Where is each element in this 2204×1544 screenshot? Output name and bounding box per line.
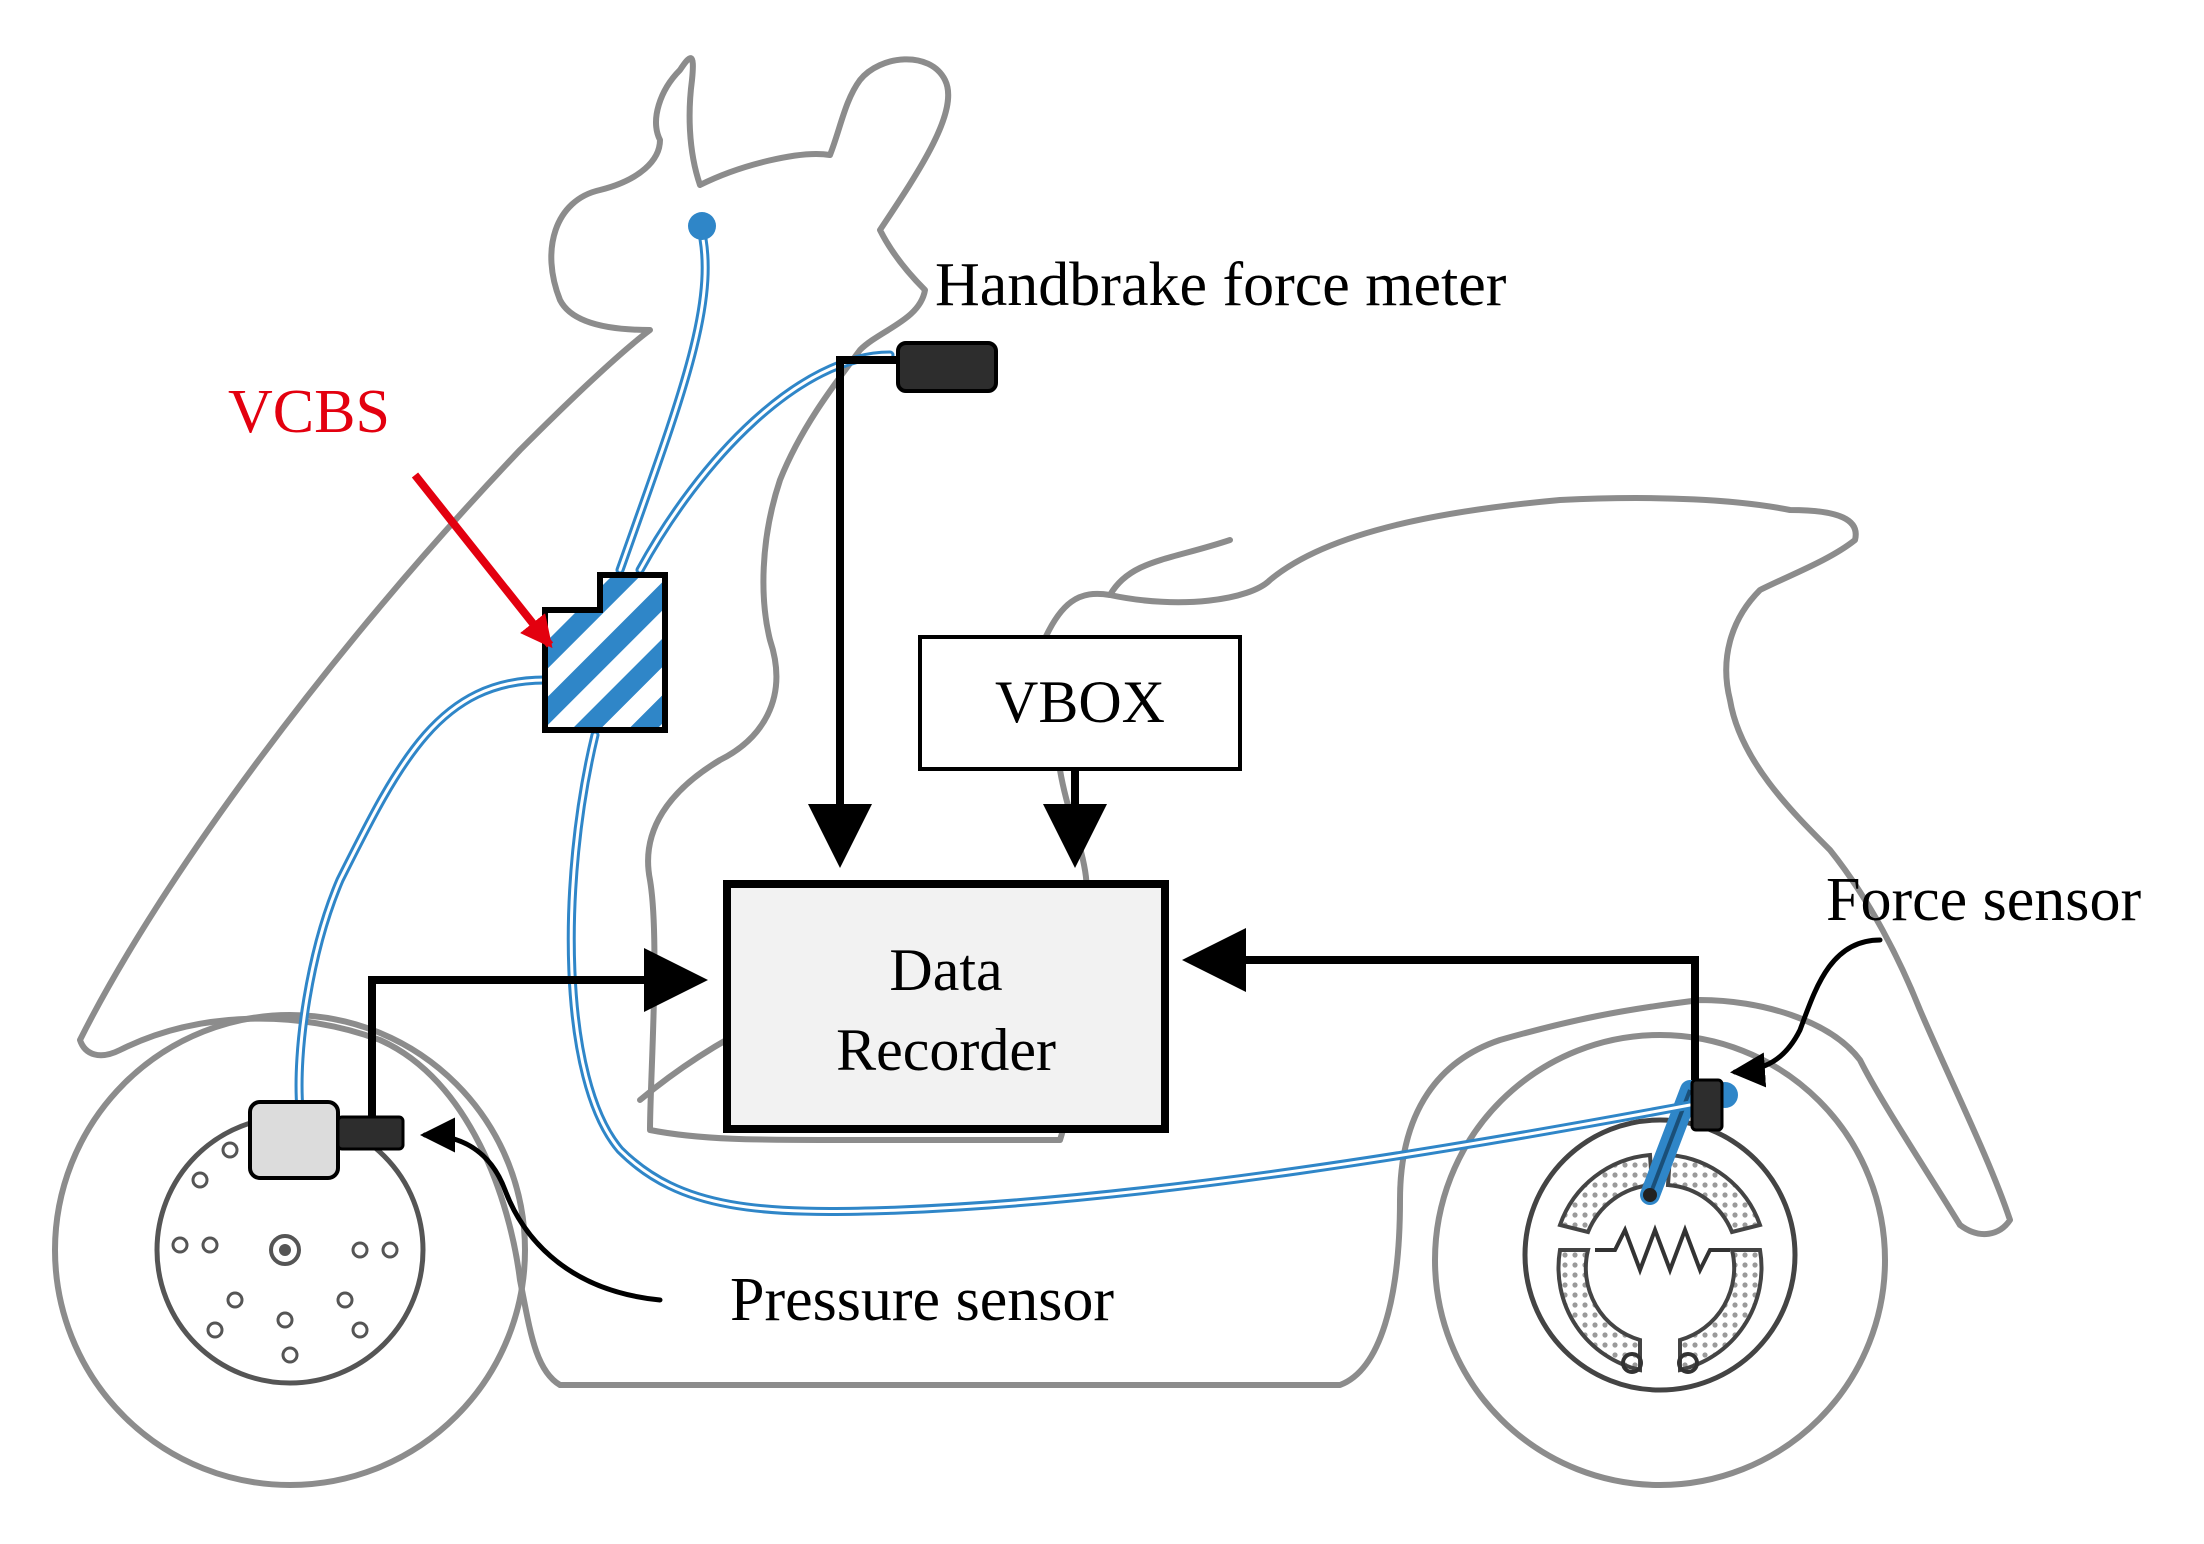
data-recorder-rect <box>723 880 1169 1133</box>
brake-spring <box>1595 1224 1730 1276</box>
vbox-rect <box>918 635 1242 771</box>
sensors <box>248 341 1724 1180</box>
front-wheel <box>52 1012 528 1488</box>
vcbs-label: VCBS <box>228 378 390 446</box>
force-sensor-device <box>1690 1078 1724 1132</box>
data-recorder-box: Data Recorder <box>723 880 1169 1133</box>
brake-shoe-right <box>1665 1152 1763 1235</box>
force-sensor-label: Force sensor <box>1826 866 2141 934</box>
brake-shoe-left <box>1557 1152 1655 1235</box>
front-caliper <box>248 1100 340 1180</box>
disc-hub <box>269 1234 301 1266</box>
rear-wheel <box>1432 1032 1888 1488</box>
brake-shoe-lower-right <box>1678 1248 1764 1373</box>
vcbs-pointer-arrow <box>411 472 554 649</box>
pressure-sensor-device <box>336 1115 405 1151</box>
front-tire <box>52 1012 528 1488</box>
hose-left-lever-to-vcbs <box>615 220 710 575</box>
wire-force-to-recorder <box>1182 928 1699 1080</box>
signal-wires <box>368 356 1699 1117</box>
shoe-pivot-right <box>1677 1352 1699 1374</box>
vcbs-block <box>542 572 668 733</box>
brake-arm-pivot <box>1643 1188 1657 1202</box>
left-lever-pivot <box>688 212 716 240</box>
handbrake-force-meter-device <box>896 341 998 393</box>
disc-hub-center <box>279 1244 291 1256</box>
force-sensor-pointer-arrow <box>1730 937 1883 1088</box>
data-recorder-label-line1: Data <box>889 937 1002 1003</box>
wire-pressure-to-recorder <box>368 948 708 1117</box>
pressure-sensor-label: Pressure sensor <box>730 1266 1114 1334</box>
vcbs-unit <box>542 572 668 733</box>
vbox-label: VBOX <box>995 669 1165 735</box>
wire-handbrake-to-recorder <box>808 356 898 868</box>
shoe-pivot-left <box>1621 1352 1643 1374</box>
hose-vcbs-to-front-caliper <box>294 675 550 1115</box>
vbox-box: VBOX <box>918 635 1242 771</box>
data-recorder-label-line2: Recorder <box>836 1017 1056 1083</box>
scooter-seat-outline <box>1107 537 1233 598</box>
pressure-sensor-pointer-arrow <box>420 1117 663 1303</box>
handbrake-force-meter-label: Handbrake force meter <box>935 251 1507 319</box>
rear-tire <box>1432 1032 1888 1488</box>
